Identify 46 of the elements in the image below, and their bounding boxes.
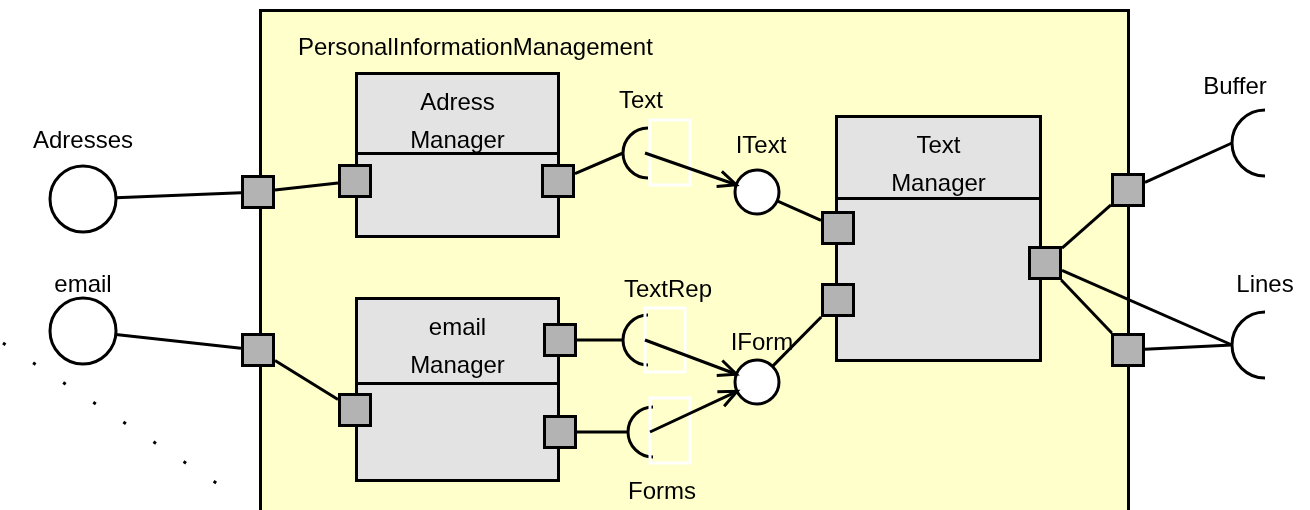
port-square [241,333,275,367]
connector-line [1144,343,1233,351]
interface-label: Adresses [31,125,134,154]
port-square [541,164,575,198]
connector-line [1061,203,1112,250]
port-square [241,175,275,209]
interface-label: TextRep [622,274,713,303]
port-square [543,415,577,449]
port-square [821,283,855,317]
port-square [1111,333,1145,367]
component-box [355,72,560,238]
port-square [543,323,577,357]
component-name: Adress Manager [409,87,506,155]
interface-label: Buffer [1202,71,1268,100]
connector-line [771,315,823,368]
interface-label: Forms [627,476,697,505]
port-square [821,211,855,245]
connector-line [1144,141,1233,184]
component-name: email Manager [409,312,506,380]
dependency-arrow [644,338,738,377]
connector-line [574,151,624,176]
component-box [835,115,1042,362]
connector-line [115,191,242,200]
connector-line [577,430,628,434]
connector-line [274,359,339,401]
interface-label: Text [618,85,664,114]
interface-label: IForm [729,327,795,356]
component-box [355,297,560,482]
interface-label: email [53,269,113,298]
port-square [338,164,372,198]
component-name: PersonalInformationManagement [298,32,653,61]
connector-line [1060,278,1113,335]
port-square [1028,246,1062,280]
dependency-arrow [649,389,739,434]
interface-label: IText [734,130,788,159]
port-square [338,393,372,427]
component-name: Text Manager [890,130,987,198]
connector-line [115,333,242,350]
component-frame [259,9,1130,510]
connector-line [274,181,339,192]
connector-line [577,338,623,342]
port-square [1111,173,1145,207]
connector-line [776,199,822,222]
dependency-arrow [644,151,738,188]
connector-line [1061,269,1233,347]
interface-label: Lines [1235,269,1295,298]
